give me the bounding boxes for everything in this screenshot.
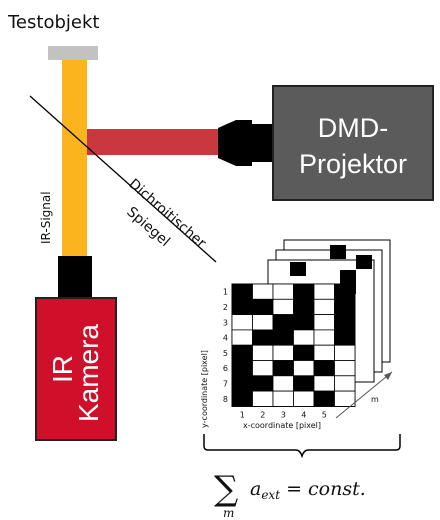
dichroic-mirror-line — [29, 95, 217, 263]
camera-label-line1: IR — [47, 355, 78, 383]
pattern-cell — [293, 344, 315, 361]
pattern-cell — [231, 344, 253, 361]
y-tick-label: 5 — [223, 349, 228, 358]
pattern-cell — [252, 314, 274, 331]
x-tick-labels: 1 2 3 4 5 — [240, 410, 327, 419]
pattern-cell — [334, 298, 356, 315]
y-tick-label: 1 — [223, 288, 228, 297]
pattern-cell — [272, 314, 294, 331]
x-tick-label: 1 — [240, 410, 245, 419]
formula-body: aext = const. — [250, 478, 366, 502]
pattern-cell — [313, 298, 335, 315]
pattern-cell — [252, 390, 274, 407]
y-tick-labels: 1 2 3 4 5 6 7 8 — [223, 288, 228, 404]
x-tick-label: 4 — [301, 410, 306, 419]
pattern-cell — [334, 283, 356, 300]
projector-label-line1: DMD- — [318, 113, 388, 143]
pattern-cell — [334, 390, 356, 407]
projector-label-line2: Projektor — [299, 149, 407, 179]
pattern-cell — [252, 344, 274, 361]
pattern-cell — [293, 375, 315, 392]
pattern-cell — [252, 329, 274, 346]
x-tick-label: 5 — [322, 410, 327, 419]
pattern-stack: 1 2 3 4 5 6 7 8 1 2 3 4 5 — [223, 239, 391, 419]
pattern-cell — [272, 283, 294, 300]
y-tick-label: 6 — [223, 364, 228, 373]
pattern-cell — [334, 375, 356, 392]
pattern-cell — [231, 375, 253, 392]
y-tick-label: 2 — [223, 303, 228, 312]
pattern-cell — [313, 314, 335, 331]
ir-camera — [35, 297, 117, 441]
pattern-front-grid — [231, 283, 356, 407]
pattern-cell — [334, 344, 356, 361]
pattern-cell — [293, 329, 315, 346]
back-sheet-block — [330, 245, 346, 259]
pattern-cell — [313, 390, 335, 407]
pattern-cell — [313, 329, 335, 346]
projector-lens-mount — [250, 124, 276, 162]
y-axis-label: y-coordinate [pixel] — [200, 350, 209, 428]
pattern-cell — [231, 390, 253, 407]
dmd-projector — [272, 85, 434, 201]
x-tick-label: 2 — [260, 410, 265, 419]
pattern-cell — [293, 314, 315, 331]
pattern-cell — [231, 329, 253, 346]
sum-subscript: m — [223, 506, 234, 520]
pattern-cell — [252, 298, 274, 315]
curly-brace — [203, 434, 401, 459]
pattern-cell — [334, 314, 356, 331]
stack-label: m — [371, 395, 379, 404]
back-sheet-block — [290, 262, 306, 276]
pattern-cell — [231, 283, 253, 300]
pattern-cell — [313, 344, 335, 361]
pattern-cell — [252, 283, 274, 300]
test-object — [48, 46, 98, 60]
pattern-cell — [334, 329, 356, 346]
projector-lens — [218, 120, 252, 166]
stack-arrow — [335, 371, 393, 419]
ir-signal-label: IR-Signal — [39, 191, 53, 244]
stack-arrowhead — [384, 372, 392, 380]
pattern-cell — [252, 375, 274, 392]
pattern-cell — [313, 375, 335, 392]
pattern-cell — [231, 298, 253, 315]
pattern-cell — [334, 360, 356, 377]
pattern-cell — [272, 298, 294, 315]
pattern-cell — [293, 390, 315, 407]
camera-label-line2: Kamera — [73, 324, 104, 422]
back-sheet-block — [356, 255, 372, 269]
projector-beam — [87, 129, 221, 155]
pattern-cell — [313, 283, 335, 300]
pattern-cell — [231, 314, 253, 331]
x-tick-label: 3 — [281, 410, 286, 419]
pattern-cell — [272, 329, 294, 346]
y-tick-label: 7 — [223, 379, 228, 388]
y-tick-label: 4 — [223, 334, 228, 343]
pattern-cell — [272, 360, 294, 377]
sum-symbol: ∑ — [214, 469, 238, 509]
ir-beam — [62, 60, 87, 256]
pattern-cell — [272, 390, 294, 407]
pattern-cell — [293, 360, 315, 377]
title-label: Testobjekt — [7, 12, 99, 33]
pattern-cell — [252, 360, 274, 377]
camera-lens — [58, 256, 92, 300]
pattern-cell — [313, 360, 335, 377]
pattern-cell — [272, 344, 294, 361]
pattern-cell — [293, 298, 315, 315]
x-axis-label: x-coordinate [pixel] — [243, 421, 321, 430]
pattern-cell — [272, 375, 294, 392]
pattern-cell — [293, 283, 315, 300]
pattern-cell — [231, 360, 253, 377]
y-tick-label: 3 — [223, 318, 228, 327]
y-tick-label: 8 — [223, 395, 228, 404]
